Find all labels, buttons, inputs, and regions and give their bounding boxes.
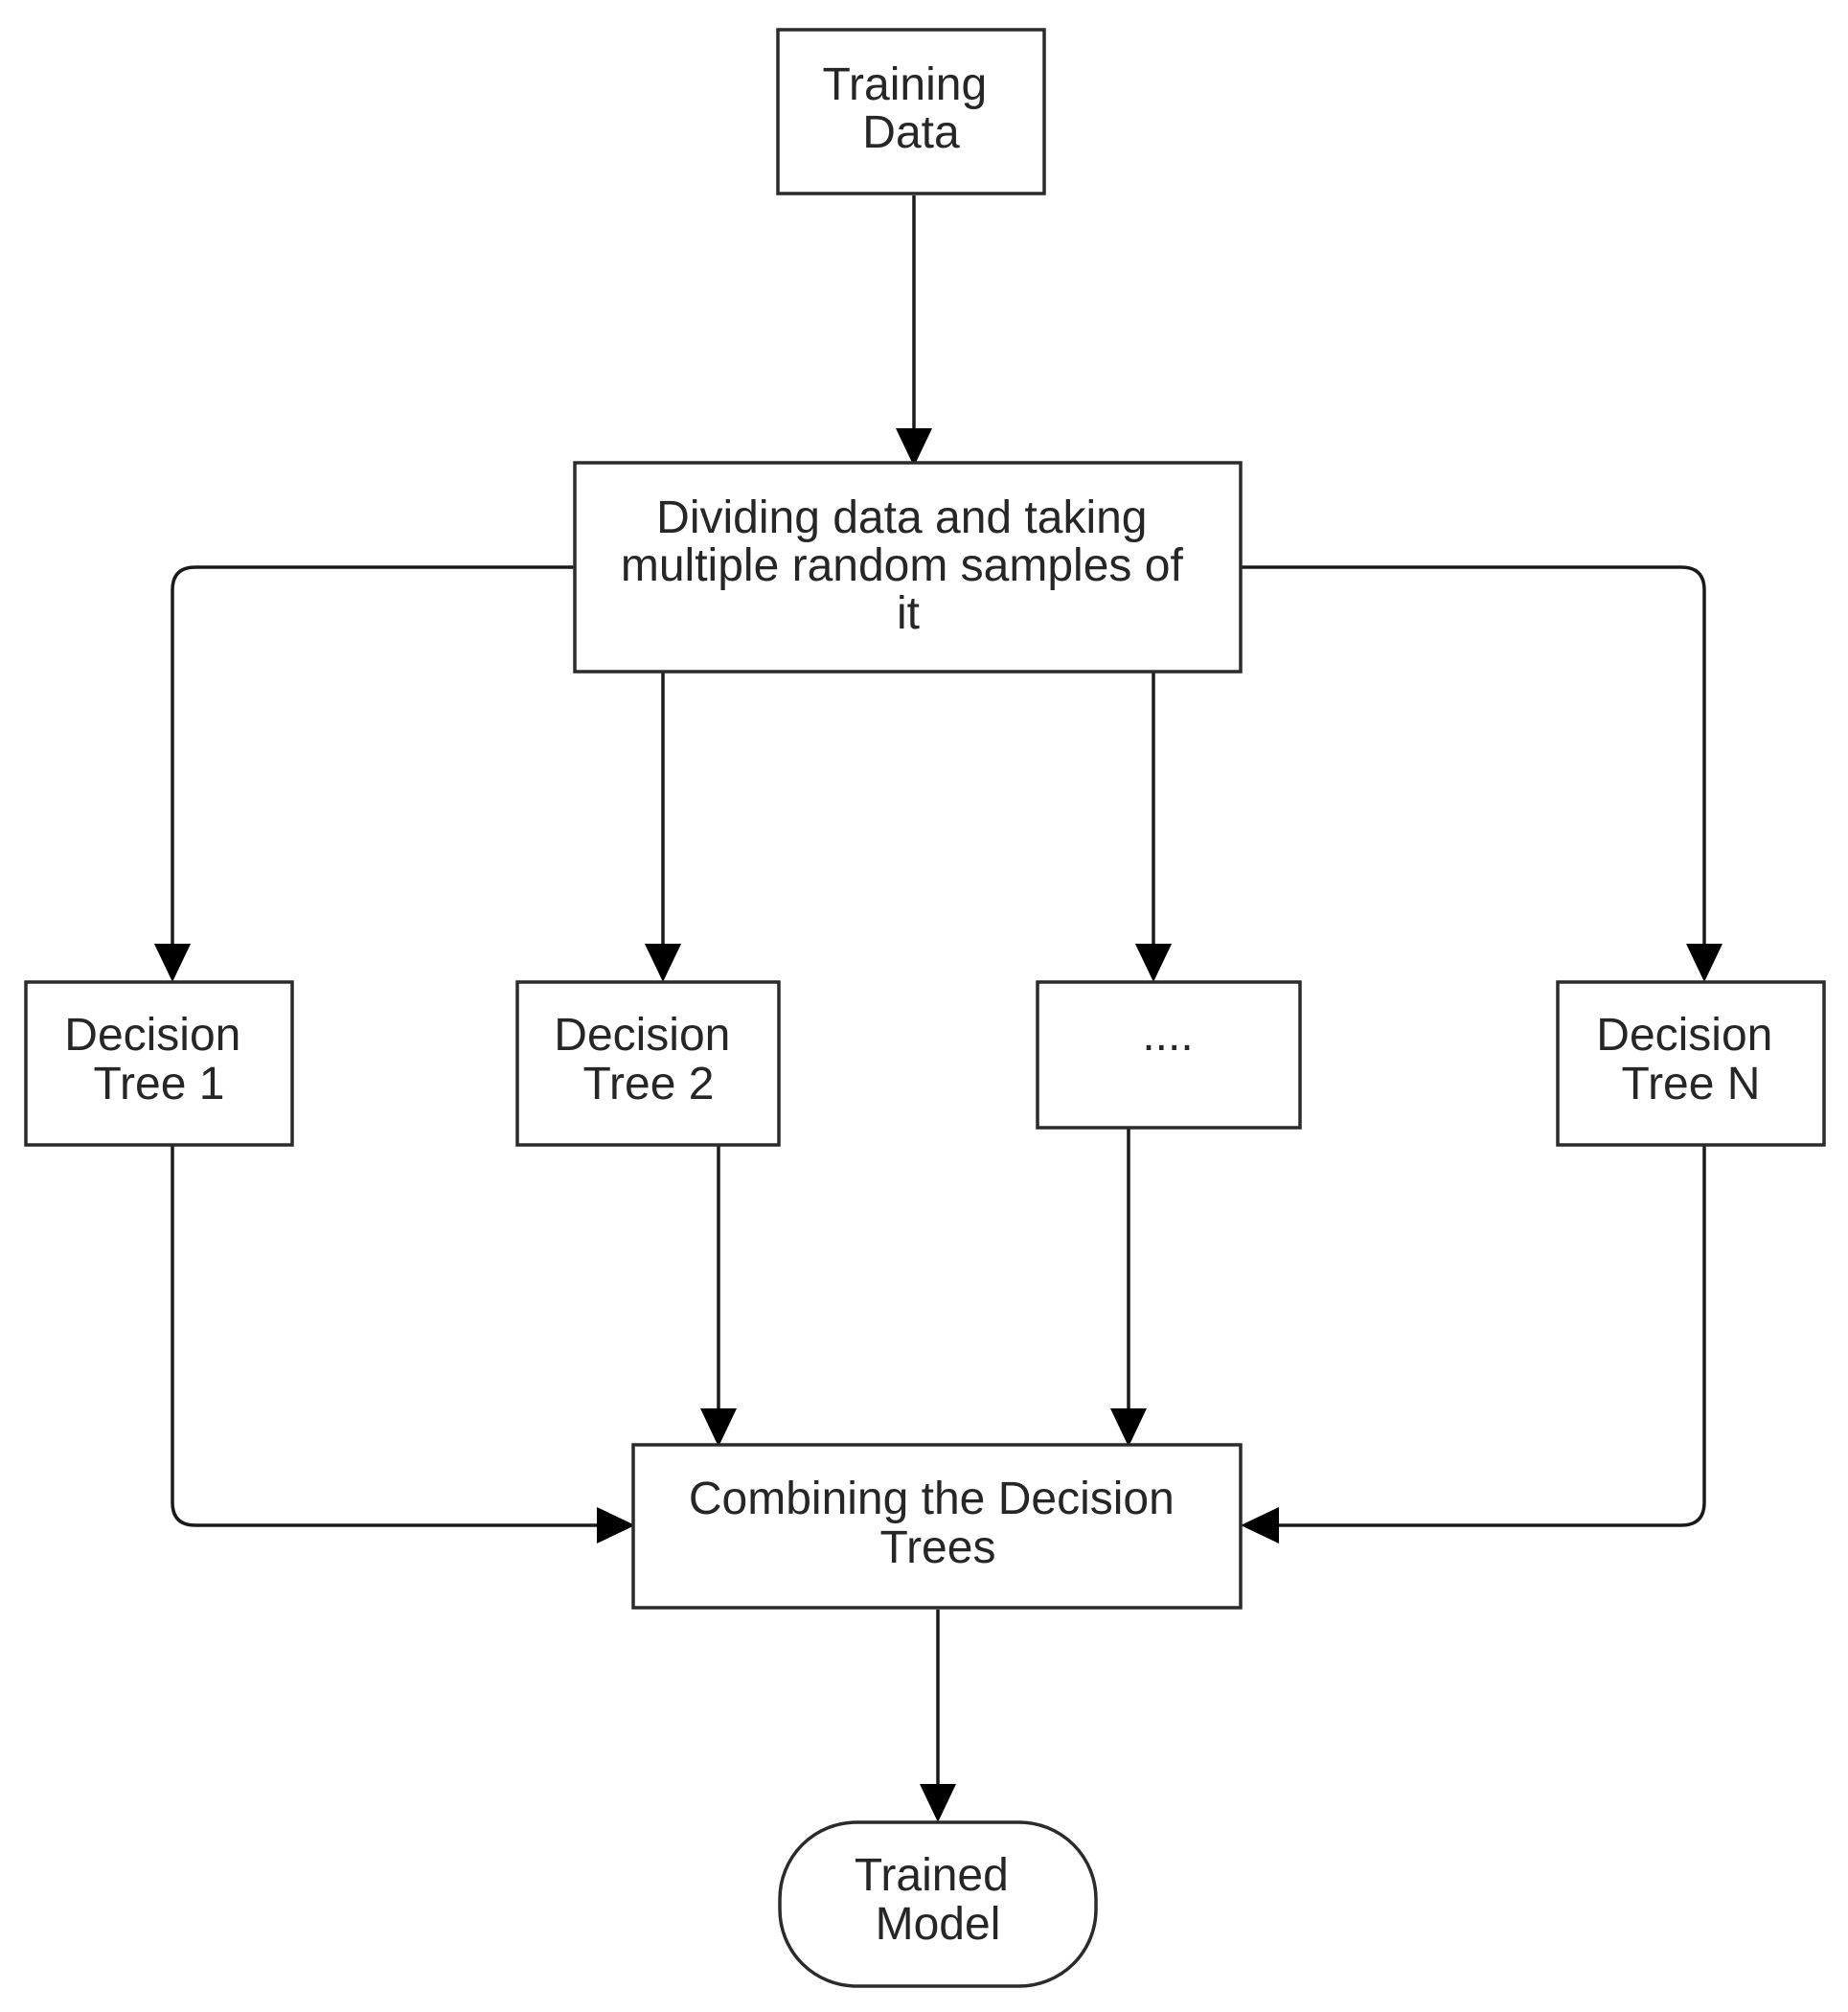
svg-text:Decision Tree N: Decision Tree N xyxy=(1596,1010,1785,1109)
node-dividing-data: Dividing data and taking multiple random… xyxy=(573,461,1243,674)
node-trained-model: Trained Model xyxy=(778,1820,1098,1988)
svg-text:Trained Model: Trained Model xyxy=(855,1850,1021,1950)
arrowhead-tree-2 xyxy=(645,944,681,982)
node-dividing-data-line-2: multiple random samples of xyxy=(621,540,1184,591)
node-combining-trees-line-1: Combining the Decision xyxy=(689,1474,1175,1524)
svg-text:Combining the Decision: Combining the Decision Trees xyxy=(689,1474,1187,1573)
arrowhead-combining-top-left xyxy=(700,1408,737,1447)
arrowhead-tree-n xyxy=(1686,944,1723,982)
node-decision-tree-1-line-1: Decision xyxy=(64,1010,240,1061)
svg-text:Decision Tree 1: Decision Tree 1 xyxy=(64,1010,253,1109)
node-decision-tree-1: Decision Tree 1 xyxy=(24,980,294,1147)
svg-text:Dividing data and taking: Dividing data and taking multiple random… xyxy=(621,492,1196,639)
node-decision-tree-2: Decision Tree 2 xyxy=(515,980,781,1147)
node-decision-tree-n: Decision Tree N xyxy=(1556,980,1826,1147)
arrowhead-ellipsis xyxy=(1135,944,1172,982)
node-decision-tree-2-line-2: Tree 2 xyxy=(583,1059,715,1109)
node-decision-tree-ellipsis: .... xyxy=(1036,980,1302,1130)
edge-dividing-to-tree-1 xyxy=(171,565,575,949)
arrowhead-dividing-top xyxy=(896,428,932,467)
node-training-data-line-1: Training xyxy=(823,59,988,110)
edge-tree-1-to-combining xyxy=(171,1145,602,1527)
node-trained-model-line-2: Model xyxy=(876,1899,1001,1950)
nodes: Training Data Dividing data and taking m… xyxy=(24,28,1826,1988)
node-trained-model-line-1: Trained xyxy=(855,1850,1009,1901)
node-training-data-line-2: Data xyxy=(862,107,960,158)
node-combining-trees-line-2: Trees xyxy=(880,1522,996,1573)
node-decision-tree-n-line-1: Decision xyxy=(1596,1010,1772,1061)
arrowhead-trained-model xyxy=(920,1784,956,1822)
edge-dividing-to-tree-n xyxy=(1241,565,1706,949)
svg-text:....: .... xyxy=(1142,1010,1193,1061)
node-training-data: Training Data xyxy=(776,28,1046,195)
node-decision-tree-ellipsis-label: .... xyxy=(1142,1010,1193,1061)
node-decision-tree-1-line-2: Tree 1 xyxy=(94,1059,225,1109)
node-dividing-data-line-1: Dividing data and taking xyxy=(656,492,1147,543)
arrowhead-combining-right xyxy=(1241,1507,1279,1543)
edges xyxy=(154,195,1723,1822)
svg-text:Training Data: Training Data xyxy=(823,59,1000,158)
arrowhead-tree-1 xyxy=(154,944,191,982)
node-decision-tree-n-line-2: Tree N xyxy=(1622,1059,1761,1109)
node-combining-trees: Combining the Decision Trees xyxy=(631,1443,1243,1610)
edge-tree-n-to-combining xyxy=(1274,1145,1706,1527)
svg-text:Decision Tree 2: Decision Tree 2 xyxy=(554,1010,742,1109)
node-decision-tree-2-line-1: Decision xyxy=(554,1010,730,1061)
arrowhead-combining-left xyxy=(597,1507,635,1543)
node-dividing-data-line-3: it xyxy=(897,588,920,639)
arrowhead-combining-top-right xyxy=(1110,1408,1147,1447)
